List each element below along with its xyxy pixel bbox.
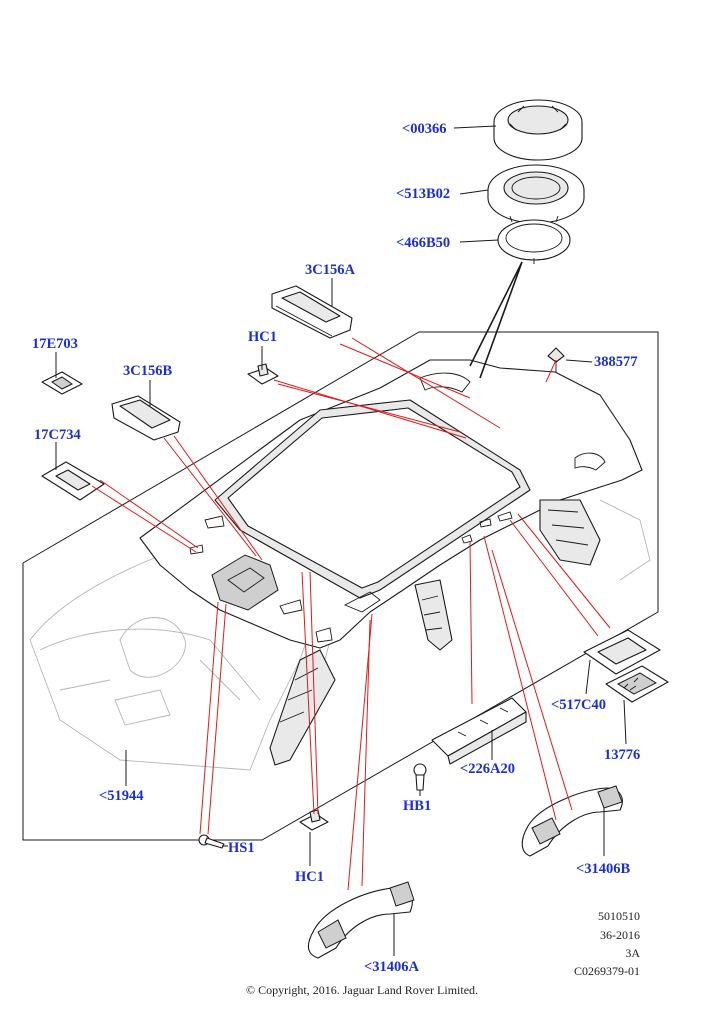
part-388577-clip	[547, 347, 565, 372]
ring-00366	[493, 99, 583, 161]
copyright-notice: © Copyright, 2016. Jaguar Land Rover Lim…	[245, 983, 479, 997]
reference-code-2: 36-2016	[600, 928, 640, 942]
part-31406A-handle	[307, 881, 415, 959]
part-517C40-frame	[583, 629, 661, 675]
label-HC1-top[interactable]: HC1	[248, 329, 277, 345]
part-17C734-frame	[41, 461, 105, 501]
ring-513B02	[487, 164, 585, 224]
label-3C156A[interactable]: 3C156A	[305, 262, 355, 278]
part-HC1-top-clip	[247, 363, 279, 385]
part-3C156B-module	[111, 395, 181, 441]
label-51944[interactable]: <51944	[99, 788, 144, 804]
label-517C40[interactable]: <517C40	[551, 697, 606, 713]
vehicle-interior-outline	[29, 539, 331, 771]
ring-466B50	[497, 215, 571, 264]
pillar-trim-right	[414, 499, 651, 651]
black-leader-lines	[55, 125, 627, 956]
label-466B50[interactable]: <466B50	[396, 235, 451, 251]
ring-leader-line	[469, 261, 523, 379]
label-17C734[interactable]: 17C734	[34, 427, 81, 443]
part-226A20-bracket	[431, 697, 527, 765]
label-388577[interactable]: 388577	[594, 354, 638, 370]
label-17E703[interactable]: 17E703	[32, 336, 78, 352]
reference-code-1: 5010510	[598, 909, 640, 923]
diagram-frame	[22, 331, 659, 841]
label-HB1[interactable]: HB1	[403, 798, 432, 814]
label-HC1-bottom[interactable]: HC1	[295, 869, 324, 885]
label-31406B[interactable]: <31406B	[576, 861, 631, 877]
part-31406B-handle	[521, 785, 623, 857]
reference-code-4: C0269379-01	[574, 964, 640, 978]
part-HS1-screw	[198, 834, 225, 849]
label-513B02[interactable]: <513B02	[396, 186, 451, 202]
part-HB1-bolt	[413, 763, 427, 791]
part-17E703-bezel	[41, 371, 83, 395]
label-226A20[interactable]: <226A20	[460, 761, 515, 777]
label-3C156B[interactable]: 3C156B	[123, 363, 173, 379]
headliner-panel	[139, 359, 643, 649]
label-31406A[interactable]: <31406A	[364, 959, 419, 975]
label-13776[interactable]: 13776	[604, 747, 641, 763]
label-00366[interactable]: <00366	[402, 121, 447, 137]
part-3C156A-module	[271, 285, 353, 339]
pillar-trim-left	[269, 649, 336, 766]
reference-code-3: 3A	[625, 946, 640, 960]
label-HS1[interactable]: HS1	[228, 840, 255, 856]
red-callout-lines	[91, 337, 611, 891]
part-13776-lamp	[605, 665, 669, 703]
